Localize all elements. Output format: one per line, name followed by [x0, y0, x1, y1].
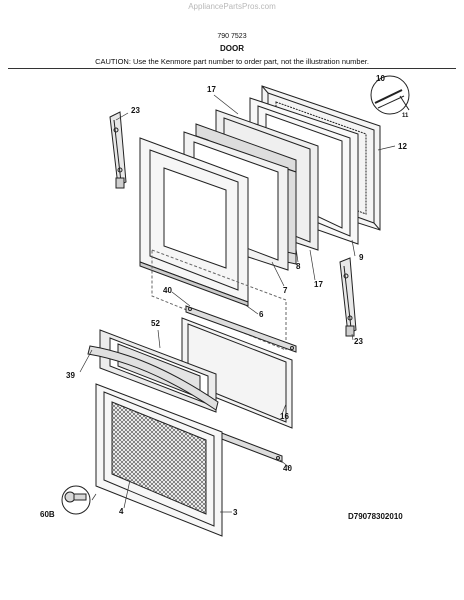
figure-id: D79078302010 — [348, 512, 403, 521]
outer-glass-part-4 — [111, 401, 207, 515]
caution-note: CAUTION: Use the Kenmore part number to … — [95, 57, 369, 66]
callout-17-top: 17 — [207, 85, 216, 94]
callout-12: 12 — [398, 142, 407, 151]
diagram-title: DOOR — [220, 44, 244, 53]
assembly-guide — [151, 249, 287, 351]
hinge-part-23-left — [109, 111, 127, 189]
callout-39: 39 — [66, 371, 75, 380]
callout-16: 16 — [280, 412, 289, 421]
screw-part-60b — [61, 485, 91, 515]
door-liner-part-6 — [139, 137, 249, 307]
leader-lines — [79, 94, 396, 513]
diagram-code: 790 7523 — [217, 33, 247, 40]
callout-60b: 60B — [40, 510, 55, 519]
callout-10: 10 — [376, 74, 385, 83]
callout-40-lower: 40 — [283, 464, 292, 473]
callout-3: 3 — [233, 508, 238, 517]
callout-40-upper: 40 — [163, 286, 172, 295]
callout-52: 52 — [151, 319, 160, 328]
header-divider — [8, 68, 456, 69]
callout-4: 4 — [119, 507, 124, 516]
channel-part-40-upper — [185, 305, 297, 353]
callout-11: 11 — [402, 113, 409, 119]
callout-17-lower: 17 — [314, 280, 323, 289]
hinge-part-23-right — [339, 257, 357, 337]
callout-23-right: 23 — [354, 337, 363, 346]
watermark: AppliancePartsPros.com — [188, 2, 276, 11]
callout-9: 9 — [359, 253, 364, 262]
callout-8: 8 — [296, 262, 301, 271]
callout-23-left: 23 — [131, 106, 140, 115]
screw-detail-10-11 — [370, 75, 410, 115]
callout-6: 6 — [259, 310, 264, 319]
callout-7: 7 — [283, 286, 288, 295]
handle-part-39 — [87, 345, 219, 411]
